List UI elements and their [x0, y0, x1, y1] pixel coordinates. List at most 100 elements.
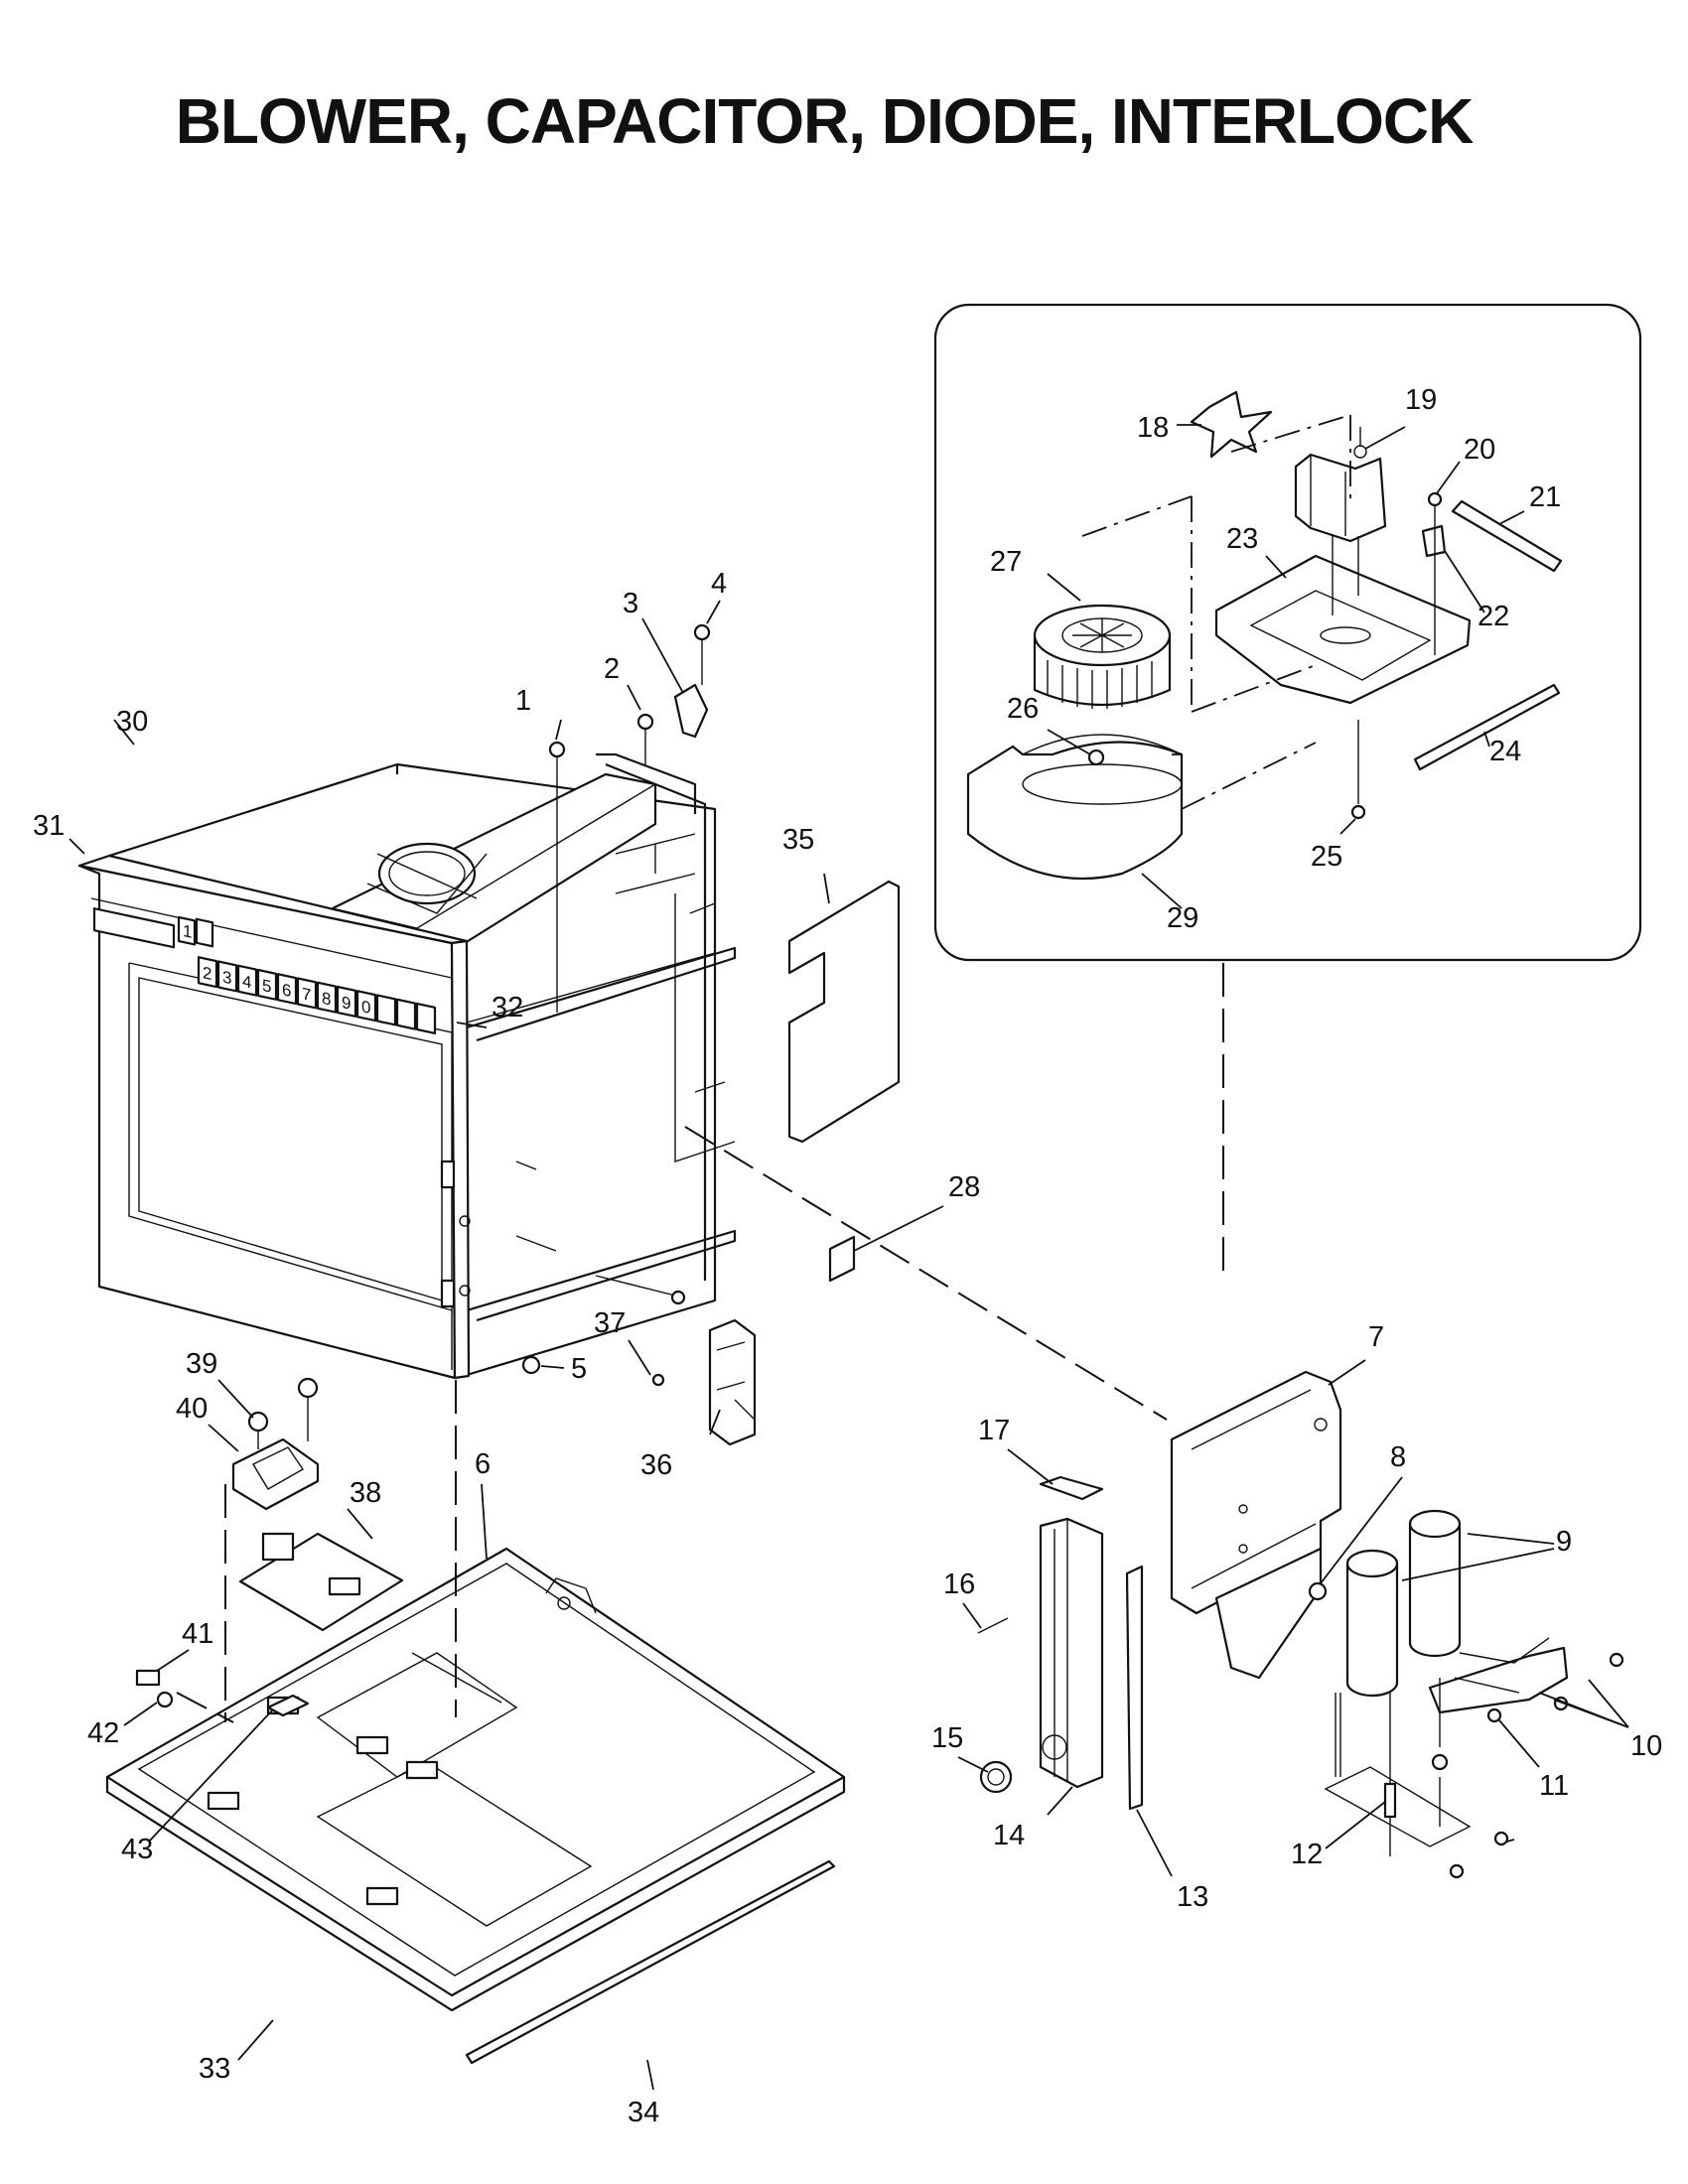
callout-4: 4: [711, 568, 727, 600]
part-33-base-plate: [105, 1547, 846, 2012]
part-26-nut: [1087, 749, 1105, 766]
callout-28: 28: [948, 1171, 980, 1203]
callout-17: 17: [978, 1415, 1010, 1446]
callout-32: 32: [492, 992, 523, 1024]
keypad-key-8[interactable]: 8: [322, 988, 331, 1010]
oven-cabinet: [108, 752, 737, 1377]
part-39-screw-b: [297, 1377, 319, 1399]
keypad-key-9[interactable]: 9: [342, 992, 351, 1014]
keypad-key-2[interactable]: 2: [203, 962, 211, 984]
keypad-key-0[interactable]: 0: [361, 996, 370, 1018]
part-35-shield: [787, 880, 901, 1144]
callout-13: 13: [1177, 1881, 1208, 1913]
part-11-screw-a: [1486, 1707, 1502, 1723]
part-18-fan: [1190, 390, 1273, 459]
callout-24: 24: [1489, 736, 1521, 767]
callout-18: 18: [1137, 412, 1169, 444]
part-9-capacitors: [1335, 1509, 1462, 1777]
callout-25: 25: [1311, 841, 1342, 873]
callout-9: 9: [1556, 1526, 1572, 1558]
part-28-switch: [828, 1235, 856, 1283]
part-34-strip: [465, 1859, 836, 2065]
page-title: BLOWER, CAPACITOR, DIODE, INTERLOCK: [175, 85, 1475, 157]
callout-2: 2: [604, 653, 620, 685]
callout-26: 26: [1007, 693, 1039, 725]
callout-14: 14: [993, 1820, 1025, 1851]
callout-22: 22: [1477, 601, 1509, 632]
part-5-screw: [521, 1355, 541, 1375]
keypad-key-6[interactable]: 6: [282, 979, 291, 1001]
part-19-motor: [1294, 453, 1387, 543]
callout-35: 35: [782, 824, 814, 856]
callout-36: 36: [640, 1449, 672, 1481]
callout-11: 11: [1539, 1770, 1569, 1802]
part-12-diode: [1383, 1782, 1397, 1819]
callout-27: 27: [990, 546, 1022, 578]
callout-34: 34: [628, 2097, 659, 2128]
callout-19: 19: [1405, 384, 1437, 416]
oven-front-door: 1 2 3 4 5 6 7 8 9 0: [77, 854, 471, 1380]
callout-7: 7: [1368, 1321, 1384, 1353]
part-15-knob: [979, 1760, 1013, 1794]
part-29-blower-housing: [966, 741, 1184, 880]
callout-43: 43: [121, 1834, 153, 1865]
part-10-brackets: [1428, 1646, 1569, 1714]
callout-33: 33: [199, 2053, 230, 2085]
part-8-screw: [1308, 1581, 1328, 1601]
blower-detail-inset: [933, 303, 1642, 962]
callout-leaders: [69, 424, 1629, 2091]
part-16-pin: [977, 1617, 1009, 1634]
callout-30: 30: [116, 706, 148, 738]
callout-21: 21: [1529, 481, 1561, 513]
part-43-tab: [266, 1694, 310, 1717]
callout-8: 8: [1390, 1441, 1406, 1473]
callout-labels: 1 2 3 4 5 6 7 8 9 10 11 12 13 14 15 16 1…: [33, 384, 1662, 2128]
callout-20: 20: [1464, 434, 1495, 466]
callout-12: 12: [1291, 1839, 1323, 1870]
part-4-screw: [693, 623, 711, 641]
callout-41: 41: [182, 1618, 213, 1650]
callout-37: 37: [594, 1307, 626, 1339]
callout-10: 10: [1630, 1730, 1662, 1762]
part-37-screw-a: [670, 1290, 686, 1305]
part-17-pad: [1039, 1475, 1104, 1501]
callout-31: 31: [33, 810, 65, 842]
callout-5: 5: [571, 1353, 587, 1385]
part-25-screw: [1350, 804, 1366, 820]
keypad-key-1[interactable]: 1: [183, 920, 192, 942]
keypad: 1 2 3 4 5 6 7 8 9 0: [177, 915, 437, 1034]
part-23-motor-bracket: [1214, 554, 1472, 705]
callout-42: 42: [87, 1717, 119, 1749]
part-21-strip: [1451, 499, 1563, 573]
callout-6: 6: [475, 1448, 491, 1480]
part-24-strip: [1413, 683, 1561, 771]
keypad-key-4[interactable]: 4: [242, 971, 252, 993]
part-41-clip: [135, 1669, 161, 1687]
part-14-bracket: [1039, 1517, 1104, 1789]
part-42-screw: [156, 1691, 174, 1708]
part-1-screw: [548, 741, 566, 758]
keypad-key-3[interactable]: 3: [222, 967, 231, 989]
callout-39: 39: [186, 1348, 217, 1380]
keypad-key-7[interactable]: 7: [302, 984, 311, 1006]
callout-15: 15: [931, 1722, 963, 1754]
callout-38: 38: [350, 1477, 381, 1509]
callout-16: 16: [943, 1569, 975, 1600]
part-36-interlock: [708, 1318, 757, 1446]
callout-40: 40: [176, 1393, 208, 1425]
part-2-screw: [636, 713, 654, 731]
part-20-screw: [1427, 491, 1443, 507]
part-3-gasket: [673, 683, 709, 739]
callout-3: 3: [623, 588, 638, 619]
part-40-bracket: [231, 1437, 320, 1511]
callout-29: 29: [1167, 902, 1198, 934]
blower-assembly: [966, 390, 1563, 880]
part-13-strip: [1125, 1565, 1144, 1811]
part-22-clip: [1421, 524, 1447, 558]
part-7-capacitor-bracket: [1170, 1370, 1342, 1680]
callout-1: 1: [515, 685, 531, 717]
callout-23: 23: [1226, 523, 1258, 555]
part-37-screw-b: [651, 1373, 665, 1387]
keypad-key-5[interactable]: 5: [262, 975, 271, 997]
